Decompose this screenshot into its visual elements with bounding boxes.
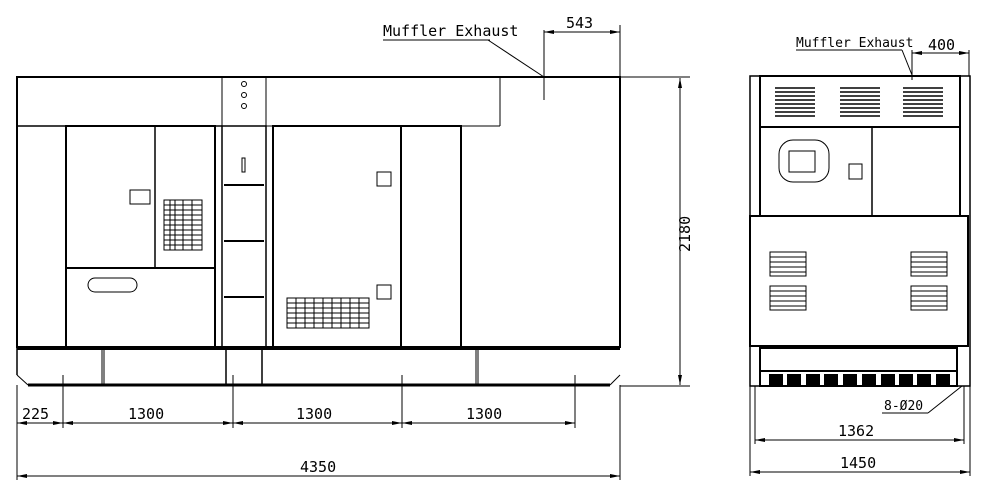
side-view	[749, 75, 971, 387]
side-dimensions	[749, 49, 971, 476]
muffler-label-front: Muffler Exhaust	[383, 22, 518, 40]
dim-400: 400	[928, 36, 955, 54]
dim-543: 543	[566, 14, 593, 32]
front-view	[16, 76, 621, 387]
dim-1362: 1362	[838, 422, 874, 440]
dim-1300-c: 1300	[466, 405, 502, 423]
holes-label: 8-Ø20	[884, 399, 923, 414]
dim-4350: 4350	[300, 458, 336, 476]
dim-1450: 1450	[840, 454, 876, 472]
muffler-label-side: Muffler Exhaust	[796, 36, 913, 51]
dim-2180: 2180	[676, 216, 694, 252]
dim-1300-b: 1300	[296, 405, 332, 423]
dim-1300-a: 1300	[128, 405, 164, 423]
dim-225: 225	[22, 405, 49, 423]
front-dimensions	[16, 25, 690, 480]
